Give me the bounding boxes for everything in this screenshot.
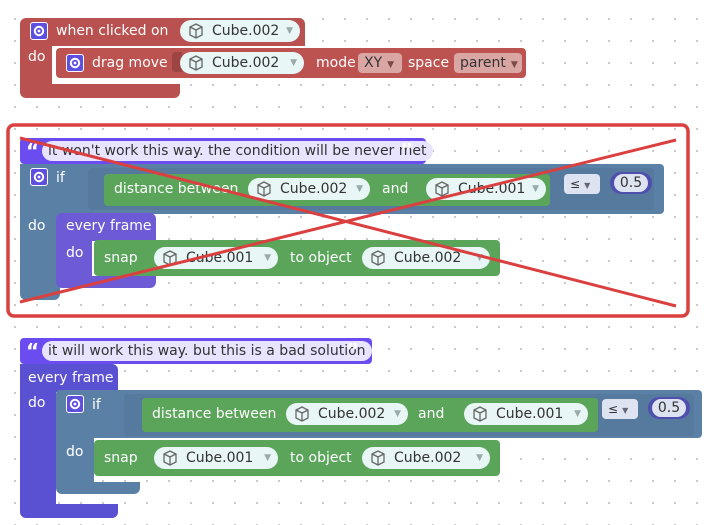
dropdown-arrow-icon: ▼: [476, 453, 483, 463]
operator-dropdown[interactable]: ≤▼: [602, 399, 638, 419]
dist-obj2-value: Cube.001: [496, 406, 564, 422]
and-label: and: [418, 406, 445, 422]
gear-icon[interactable]: [30, 168, 48, 186]
dist-obj1-value: Cube.002: [318, 406, 386, 422]
snap-obj-dropdown[interactable]: Cube.001 ▼: [154, 447, 278, 469]
snap-obj-dropdown[interactable]: Cube.001 ▼: [154, 247, 278, 269]
target-obj-value: Cube.002: [394, 250, 462, 266]
mode-label: mode: [316, 55, 356, 71]
threshold-value: 0.5: [614, 174, 648, 192]
operator-dropdown[interactable]: ≤▼: [564, 174, 600, 194]
gear-icon[interactable]: [66, 395, 84, 413]
cube-icon: [371, 250, 385, 266]
quote-open-icon: “: [26, 339, 40, 363]
space-label: space: [408, 55, 450, 71]
every-frame-footer: [20, 504, 118, 518]
event-object-value: Cube.002: [212, 23, 280, 39]
to-object-label: to object: [290, 450, 352, 466]
cube-icon: [435, 181, 449, 197]
dropdown-arrow-icon: ▼: [387, 60, 395, 70]
if-label: if: [56, 170, 65, 186]
cube-icon: [189, 23, 203, 39]
drag-object-value: Cube.002: [212, 55, 280, 71]
event-block-do-arm: [20, 46, 52, 86]
cube-icon: [371, 450, 385, 466]
dropdown-arrow-icon: ▼: [286, 26, 293, 36]
dropdown-arrow-icon: ▼: [622, 406, 629, 415]
target-obj-dropdown[interactable]: Cube.002 ▼: [362, 447, 490, 469]
event-object-dropdown[interactable]: Cube.002 ▼: [180, 20, 300, 42]
operator-value: ≤: [608, 402, 619, 416]
if-block-footer: [56, 482, 140, 494]
every-frame-do-arm: [20, 390, 56, 510]
dist-obj2-value: Cube.001: [458, 181, 526, 197]
every-frame-footer: [56, 276, 156, 288]
dist-obj1-dropdown[interactable]: Cube.002 ▼: [248, 178, 370, 200]
target-obj-dropdown[interactable]: Cube.002 ▼: [362, 247, 490, 269]
threshold-value: 0.5: [652, 399, 686, 417]
cube-icon: [163, 450, 177, 466]
quote-close-icon: ”: [346, 339, 360, 363]
drag-move-label: drag move: [92, 55, 168, 71]
and-label: and: [382, 181, 409, 197]
dist-obj2-dropdown[interactable]: Cube.001 ▼: [426, 178, 546, 200]
cube-icon: [189, 55, 203, 71]
cube-icon: [295, 406, 309, 422]
target-obj-value: Cube.002: [394, 450, 462, 466]
snap-label: snap: [104, 450, 138, 466]
snap-label: snap: [104, 250, 138, 266]
mode-value: XY: [364, 55, 383, 71]
dropdown-arrow-icon: ▼: [476, 253, 483, 263]
inner-do-label: do: [66, 444, 84, 460]
quote-close-icon: ”: [400, 139, 414, 163]
dropdown-arrow-icon: ▼: [510, 60, 518, 70]
event-block-footer: [20, 84, 180, 98]
comment-text[interactable]: it won't work this way. the condition wi…: [42, 141, 433, 161]
threshold-input[interactable]: 0.5: [648, 397, 690, 419]
cube-icon: [257, 181, 271, 197]
dropdown-arrow-icon: ▼: [356, 184, 363, 194]
do-label: do: [28, 49, 46, 65]
every-frame-label: every frame: [66, 218, 152, 234]
operator-value: ≤: [570, 177, 581, 191]
dropdown-arrow-icon: ▼: [290, 58, 297, 68]
dist-obj2-dropdown[interactable]: Cube.001 ▼: [464, 403, 588, 425]
when-clicked-label: when clicked on: [56, 23, 169, 39]
snap-obj-value: Cube.001: [186, 450, 254, 466]
cube-icon: [473, 406, 487, 422]
dist-obj1-dropdown[interactable]: Cube.002 ▼: [286, 403, 408, 425]
if-block-footer: [20, 286, 60, 300]
quote-open-icon: “: [26, 139, 40, 163]
distance-label: distance between: [114, 181, 239, 197]
gear-icon[interactable]: [30, 22, 48, 40]
if-block-do-arm: [56, 436, 94, 486]
inner-do-label: do: [66, 245, 84, 261]
do-label: do: [28, 218, 46, 234]
distance-label: distance between: [152, 406, 277, 422]
dist-obj1-value: Cube.002: [280, 181, 348, 197]
every-frame-block[interactable]: [20, 364, 118, 392]
dropdown-arrow-icon: ▼: [584, 181, 591, 190]
space-dropdown[interactable]: parent ▼: [454, 53, 522, 73]
dropdown-arrow-icon: ▼: [264, 453, 271, 463]
snap-obj-value: Cube.001: [186, 250, 254, 266]
threshold-input[interactable]: 0.5: [610, 172, 652, 194]
drag-object-dropdown[interactable]: Cube.002 ▼: [180, 52, 304, 74]
comment-text[interactable]: it will work this way. but this is a bad…: [42, 341, 372, 361]
do-label: do: [28, 395, 46, 411]
every-frame-label: every frame: [28, 370, 114, 386]
dropdown-arrow-icon: ▼: [394, 409, 401, 419]
mode-dropdown[interactable]: XY ▼: [358, 53, 402, 73]
dropdown-arrow-icon: ▼: [574, 409, 581, 419]
dropdown-arrow-icon: ▼: [264, 253, 271, 263]
cube-icon: [163, 250, 177, 266]
to-object-label: to object: [290, 250, 352, 266]
space-value: parent: [460, 55, 506, 71]
value-socket: [172, 52, 182, 72]
dropdown-arrow-icon: ▼: [532, 184, 539, 194]
gear-icon[interactable]: [66, 54, 84, 72]
if-label: if: [92, 397, 101, 413]
